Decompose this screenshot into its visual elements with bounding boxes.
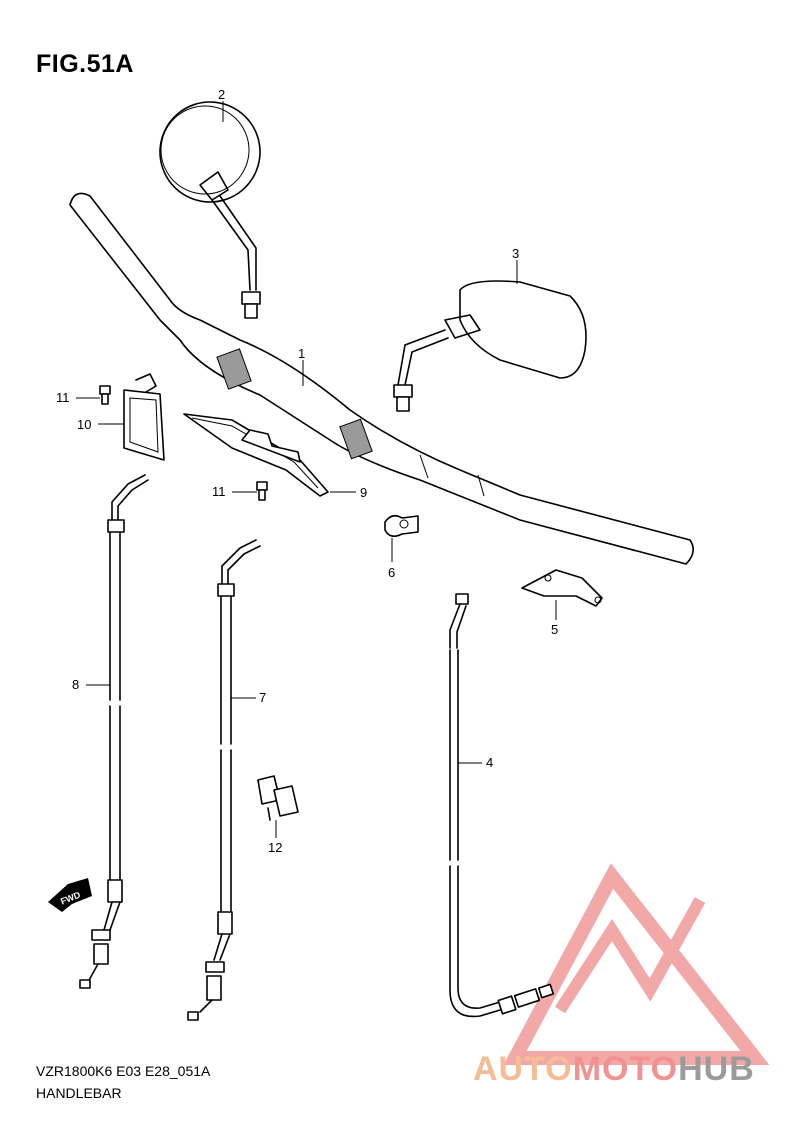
cable-guide[interactable] <box>183 413 329 497</box>
watermark-moto: MOTO <box>573 1050 678 1088</box>
callout-2: 2 <box>218 87 225 102</box>
cable-clutch[interactable] <box>449 593 555 1018</box>
callout-6: 6 <box>388 565 395 580</box>
forward-direction-marker: FWD <box>48 878 92 912</box>
watermark-hub: HUB <box>678 1050 755 1088</box>
cable-throttle-pull[interactable] <box>79 474 149 989</box>
callout-9: 9 <box>360 485 367 500</box>
callout-12: 12 <box>268 840 282 855</box>
callout-3: 3 <box>512 246 519 261</box>
handlebar[interactable] <box>69 192 694 565</box>
cable-clip[interactable] <box>257 775 299 821</box>
callout-8: 8 <box>72 677 79 692</box>
grip-knurl-left <box>216 348 252 390</box>
callout-1: 1 <box>298 346 305 361</box>
callout-11a: 11 <box>56 390 70 405</box>
model-code: VZR1800K6 E03 E28_051A <box>36 1063 211 1079</box>
grip-knurl-right <box>339 418 373 460</box>
watermark-auto: AUTO <box>473 1050 573 1088</box>
cable-guide-small[interactable] <box>123 373 165 461</box>
mirror-left[interactable] <box>140 82 281 319</box>
bolt-lower[interactable] <box>256 481 268 501</box>
callout-7: 7 <box>259 690 266 705</box>
cable-throttle-return[interactable] <box>187 539 261 1021</box>
callout-5: 5 <box>551 622 558 637</box>
bolt-upper[interactable] <box>99 385 111 405</box>
callout-11b: 11 <box>212 484 226 499</box>
svg-text:AUTOMOTOHUB: AUTOMOTOHUB <box>473 1050 755 1088</box>
mirror-right[interactable] <box>393 280 587 412</box>
callout-4: 4 <box>486 755 493 770</box>
section-title: HANDLEBAR <box>36 1085 122 1101</box>
watermark-logo: AUTOMOTOHUB <box>473 863 770 1088</box>
callout-10: 10 <box>77 417 91 432</box>
clamp[interactable] <box>384 514 419 538</box>
figure-title: FIG.51A <box>36 50 134 78</box>
bracket-plate[interactable] <box>521 569 603 607</box>
